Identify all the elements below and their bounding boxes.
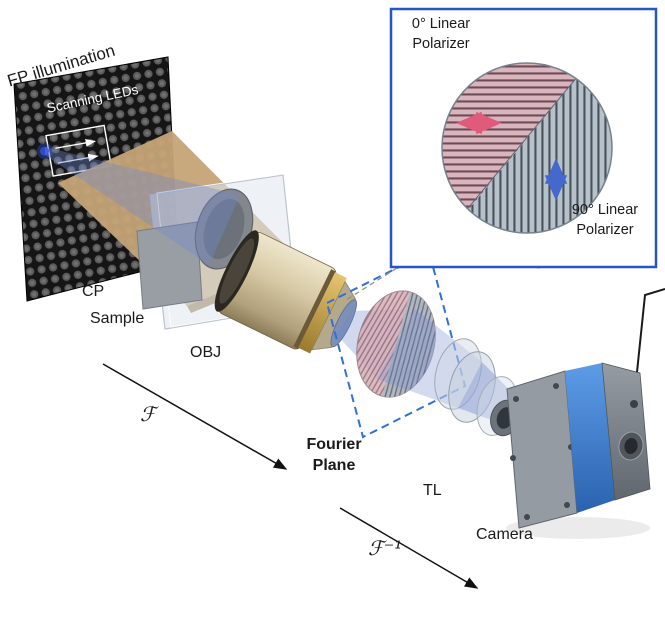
polarizer-0-label-line1: 0° Linear (411, 16, 471, 32)
camera-connector (618, 400, 644, 461)
obj-label: OBJ (190, 344, 222, 361)
polarizer-90-label-line2: Polarizer (576, 222, 634, 238)
beam-led-to-objective (45, 147, 240, 265)
fourier-plane-label-line1: Fourier (306, 436, 362, 453)
tube-lens (434, 338, 496, 423)
inverse-fourier-transform-arrow (339, 507, 479, 589)
fourier-plane-label: Fourier Plane (288, 434, 380, 476)
camera-label: Camera (476, 526, 533, 543)
cp-plate (136, 221, 203, 310)
polarizer-0-label: 0° Linear Polarizer (398, 14, 484, 54)
active-led-dot (37, 143, 53, 159)
polarizer-90-label-line1: 90° Linear (571, 202, 639, 218)
cp-label: CP (82, 283, 105, 300)
fourier-plane-label-line2: Plane (312, 457, 356, 474)
fourier-transform-arrow (102, 363, 288, 470)
objective-lens (214, 230, 357, 354)
inset-connector-left (345, 267, 398, 301)
camera-body (490, 288, 665, 539)
scanning-region-box (45, 124, 113, 177)
fourier-transform-label: ℱ (140, 402, 156, 426)
camera-cable (636, 288, 665, 373)
camera-right-face (601, 362, 651, 501)
polarizer-90-label: 90° Linear Polarizer (554, 200, 656, 240)
camera-blue-band (565, 363, 615, 513)
inverse-fourier-transform-label: ℱ⁻¹ (368, 536, 403, 560)
sample-label: Sample (90, 310, 145, 327)
polarizer-0-label-line2: Polarizer (412, 36, 470, 52)
tl-label: TL (423, 482, 442, 499)
polarizer-inset (389, 7, 658, 269)
